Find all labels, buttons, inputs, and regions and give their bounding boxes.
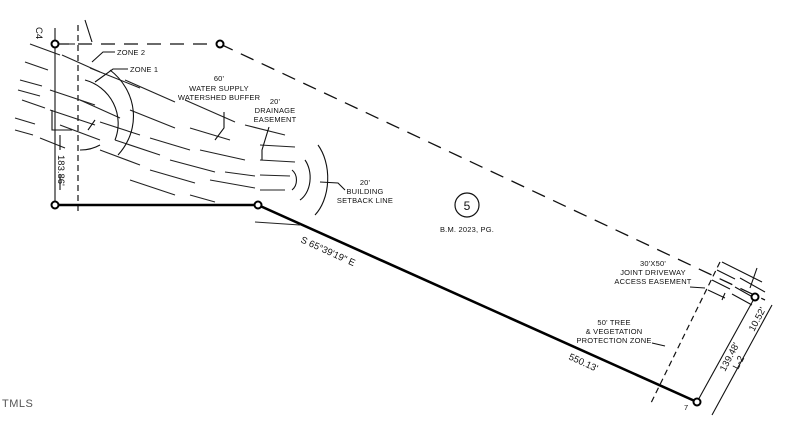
svg-text:& VEGETATION: & VEGETATION	[586, 327, 643, 336]
svg-text:WATERSHED BUFFER: WATERSHED BUFFER	[178, 93, 261, 102]
leader-lines	[91, 51, 706, 347]
zone-arcs	[79, 19, 329, 216]
lot-number: 5	[464, 199, 471, 213]
svg-text:60': 60'	[214, 74, 225, 83]
zone-1-label: ZONE 1	[130, 65, 158, 74]
drainage-easement-label: 20' DRAINAGE EASEMENT	[254, 97, 297, 124]
south-boundary	[55, 203, 698, 404]
book-reference: B.M. 2023, PG.	[440, 225, 494, 234]
svg-text:BUILDING: BUILDING	[346, 187, 383, 196]
svg-text:WATER SUPPLY: WATER SUPPLY	[189, 84, 249, 93]
east-short-length-label: 10.52'	[747, 305, 769, 333]
watermark-text: TMLS	[2, 398, 34, 410]
svg-text:50' TREE: 50' TREE	[597, 318, 630, 327]
svg-text:30'X50': 30'X50'	[640, 259, 666, 268]
svg-text:SETBACK LINE: SETBACK LINE	[337, 196, 393, 205]
svg-text:PROTECTION ZONE: PROTECTION ZONE	[576, 336, 651, 345]
svg-text:JOINT DRIVEWAY: JOINT DRIVEWAY	[620, 268, 686, 277]
svg-text:20': 20'	[270, 97, 281, 106]
bearing-label: S 65°39'19" E	[299, 235, 357, 269]
survey-pin	[50, 200, 60, 210]
corner-label: C4	[33, 27, 44, 39]
north-boundary	[55, 43, 766, 301]
east-boundary	[649, 261, 773, 416]
survey-pin	[253, 200, 263, 210]
watershed-hatching	[14, 43, 301, 226]
svg-text:ACCESS EASEMENT: ACCESS EASEMENT	[614, 277, 691, 286]
svg-text:DRAINAGE: DRAINAGE	[255, 106, 296, 115]
west-boundary	[54, 25, 79, 215]
driveway-easement-label: 30'X50' JOINT DRIVEWAY ACCESS EASEMENT	[614, 259, 691, 286]
svg-text:20': 20'	[360, 178, 371, 187]
west-length-label: 183.86'	[55, 155, 66, 186]
tree-protection-label: 50' TREE & VEGETATION PROTECTION ZONE	[576, 318, 651, 345]
survey-pin	[50, 39, 60, 49]
survey-pin	[215, 39, 225, 49]
point-id-label: 7	[684, 403, 688, 412]
survey-pin	[750, 292, 760, 302]
watershed-buffer-label: 60' WATER SUPPLY WATERSHED BUFFER	[178, 74, 261, 102]
lot-number-circle	[454, 192, 480, 218]
zone-2-label: ZONE 2	[117, 48, 145, 57]
survey-pin	[692, 397, 702, 407]
building-setback-label: 20' BUILDING SETBACK LINE	[337, 178, 393, 205]
svg-text:EASEMENT: EASEMENT	[254, 115, 297, 124]
